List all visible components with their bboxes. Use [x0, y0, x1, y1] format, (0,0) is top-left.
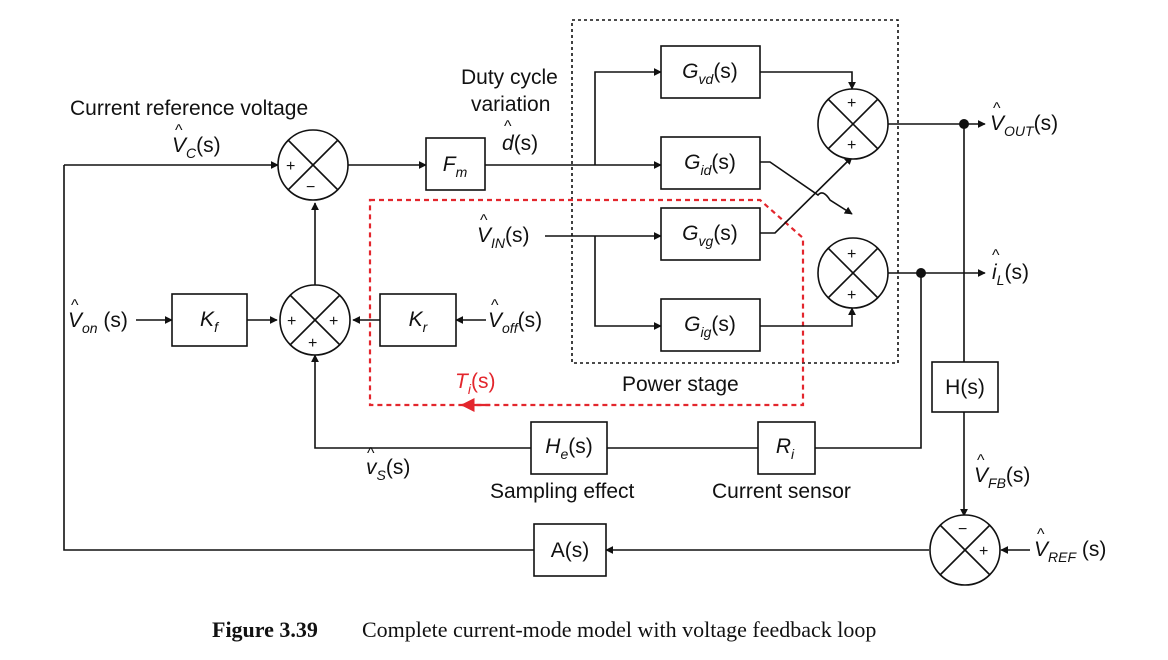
svg-text:Gvg(s): Gvg(s) [682, 222, 738, 249]
signal-vref: VREF (s) ^ [1034, 526, 1106, 565]
svg-text:A(s): A(s) [551, 539, 590, 562]
svg-text:+: + [308, 335, 317, 352]
svg-text:^: ^ [480, 212, 488, 229]
summing-junction-il: + + [817, 237, 889, 309]
svg-text:−: − [958, 521, 967, 538]
signal-von: Von (s) ^ [68, 297, 128, 336]
svg-text:vS(s): vS(s) [366, 456, 410, 483]
summing-junction-vout: + + [817, 88, 889, 160]
block-gig: Gig(s) [660, 298, 761, 352]
svg-text:^: ^ [992, 247, 1000, 264]
svg-text:H(s): H(s) [945, 376, 985, 399]
svg-text:+: + [847, 137, 856, 154]
signal-d: d(s) ^ [502, 118, 538, 155]
block-a: A(s) [533, 523, 607, 577]
svg-text:^: ^ [977, 452, 985, 469]
svg-text:^: ^ [491, 297, 499, 314]
signal-vout: VOUT(s) ^ [990, 100, 1058, 139]
svg-text:Complete current-mode model wi: Complete current-mode model with voltage… [362, 617, 876, 642]
svg-text:+: + [847, 95, 856, 112]
block-kr: Kr [379, 293, 457, 347]
svg-text:VFB(s): VFB(s) [974, 464, 1030, 491]
block-ri: Ri [757, 421, 816, 475]
svg-text:Gid(s): Gid(s) [684, 151, 736, 178]
svg-text:VOUT(s): VOUT(s) [990, 112, 1058, 139]
svg-text:−: − [306, 179, 315, 196]
svg-text:iL(s): iL(s) [992, 261, 1029, 288]
svg-text:Voff(s): Voff(s) [488, 309, 542, 336]
label-duty-cycle-2: variation [471, 93, 550, 116]
svg-text:^: ^ [71, 297, 79, 314]
label-sampling-effect: Sampling effect [490, 480, 635, 503]
svg-text:VC(s): VC(s) [172, 134, 221, 161]
block-h: H(s) [931, 361, 999, 413]
ti-loop-path [368, 198, 805, 407]
summing-junction-feedback: − + [929, 514, 1001, 586]
svg-text:^: ^ [175, 122, 183, 139]
figure-caption: Figure 3.39 Complete current-mode model … [212, 617, 876, 642]
block-kf: Kf [171, 293, 248, 347]
svg-text:VIN(s): VIN(s) [477, 224, 530, 251]
block-he: He(s) [530, 421, 608, 475]
power-stage-boundary [571, 19, 899, 364]
svg-text:+: + [329, 313, 338, 330]
label-duty-cycle-1: Duty cycle [461, 66, 558, 89]
svg-text:+: + [979, 543, 988, 560]
signal-vin: VIN(s) ^ [477, 212, 530, 251]
svg-text:Kr: Kr [409, 308, 429, 335]
label-current-sensor: Current sensor [712, 480, 851, 503]
block-fm: Fm [425, 137, 486, 191]
signal-vs: vS(s) ^ [366, 445, 410, 483]
svg-text:+: + [286, 158, 295, 175]
vout-junction-dot [959, 119, 969, 129]
svg-text:Von (s): Von (s) [68, 309, 128, 336]
svg-text:+: + [287, 313, 296, 330]
signal-il: iL(s) ^ [992, 247, 1029, 288]
signal-vfb: VFB(s) ^ [974, 452, 1030, 491]
svg-text:Figure 3.39: Figure 3.39 [212, 617, 318, 642]
svg-text:Gvd(s): Gvd(s) [682, 60, 738, 87]
il-junction-dot [916, 268, 926, 278]
svg-text:^: ^ [367, 445, 375, 462]
block-gid: Gid(s) [660, 136, 761, 190]
svg-text:+: + [847, 246, 856, 263]
svg-text:Gig(s): Gig(s) [684, 313, 736, 340]
svg-text:Ri: Ri [776, 435, 795, 462]
svg-text:He(s): He(s) [545, 435, 592, 462]
summing-junction-reference: + − [277, 129, 349, 201]
svg-text:+: + [847, 287, 856, 304]
label-power-stage: Power stage [622, 373, 739, 396]
block-gvd: Gvd(s) [660, 45, 761, 99]
svg-text:^: ^ [993, 100, 1001, 117]
label-current-reference-voltage: Current reference voltage [70, 97, 308, 120]
svg-text:VREF (s): VREF (s) [1034, 538, 1106, 565]
signal-ti: Ti(s) [455, 370, 495, 397]
signal-voff: Voff(s) ^ [488, 297, 542, 336]
signal-vc: VC(s) ^ [172, 122, 221, 161]
svg-text:Fm: Fm [443, 153, 468, 180]
svg-text:d(s): d(s) [502, 132, 538, 155]
block-gvg: Gvg(s) [660, 207, 761, 261]
svg-text:Kf: Kf [200, 308, 220, 335]
summing-junction-ramp: + + + [279, 284, 351, 356]
svg-text:^: ^ [504, 118, 512, 135]
svg-text:Ti(s): Ti(s) [455, 370, 495, 397]
svg-text:^: ^ [1037, 526, 1045, 543]
